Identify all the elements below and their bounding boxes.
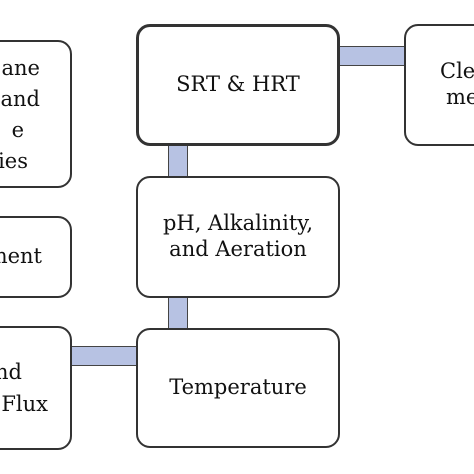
flux-box: nd Flux [0, 326, 72, 450]
temperature-box: Temperature [136, 328, 340, 448]
connector-srt-to-cleaning [336, 46, 408, 66]
membrane-line-1: ane [1, 56, 40, 80]
ph-alkalinity-aeration-box: pH, Alkalinity, and Aeration [136, 176, 340, 298]
connector-srt-to-ph [168, 144, 188, 178]
flux-line-2: Flux [1, 392, 48, 416]
cleaning-box: Cle me [404, 24, 474, 146]
cleaning-line-1: Cle [440, 59, 474, 84]
srt-hrt-box: SRT & HRT [136, 24, 340, 146]
membrane-properties-box: ane and e ies [0, 40, 72, 188]
membrane-line-3: e [11, 118, 24, 142]
pretreatment-label: ment [0, 244, 42, 268]
membrane-line-2: and [0, 87, 41, 111]
ph-alkalinity-line-1: pH, Alkalinity, [162, 211, 314, 236]
srt-hrt-label: SRT & HRT [176, 72, 300, 97]
temperature-label: Temperature [169, 375, 307, 400]
flux-line-1: nd [0, 360, 22, 384]
connector-flux-to-temperature [70, 346, 138, 366]
ph-alkalinity-line-2: and Aeration [169, 237, 307, 261]
cleaning-line-2: me [446, 85, 474, 109]
connector-ph-to-temperature [168, 295, 188, 329]
membrane-line-4: ies [0, 149, 28, 173]
pretreatment-box: ment [0, 216, 72, 298]
